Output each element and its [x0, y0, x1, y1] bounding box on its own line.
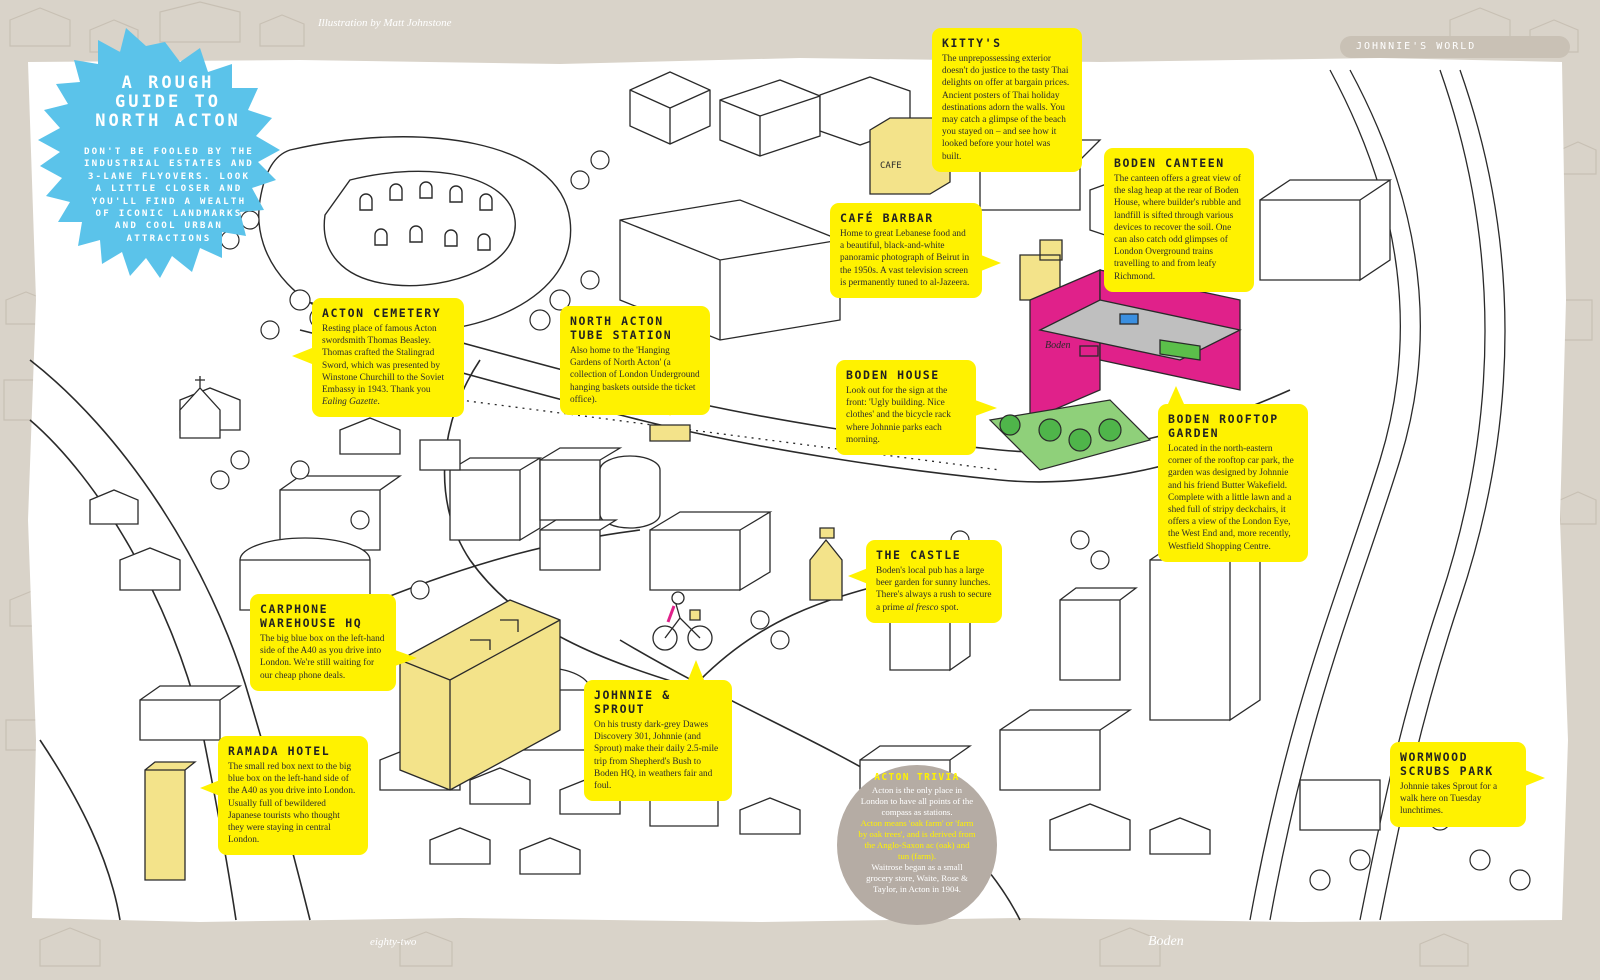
- pointing-hand-icon: [139, 278, 194, 297]
- page-number: eighty-two: [370, 936, 417, 948]
- callout-johnnie-sprout: JOHNNIE & SPROUT On his trusty dark-grey…: [584, 680, 732, 802]
- callout-body: Johnnie takes Sprout for a walk here on …: [1400, 782, 1498, 817]
- callout-tail: [1200, 268, 1216, 284]
- callout-body: Also home to the 'Hanging Gardens of Nor…: [570, 346, 700, 405]
- callout-tail: [1525, 770, 1545, 786]
- callout-title: ACTON CEMETERY: [322, 306, 442, 320]
- callout-tail: [981, 255, 1001, 271]
- callout-body: Located in the north-eastern corner of t…: [1168, 444, 1294, 552]
- callout-title: CAFÉ BARBAR: [840, 211, 934, 225]
- callout-title: THE CASTLE: [876, 548, 962, 562]
- intro-subtitle-line: A LITTLE CLOSER AND: [95, 183, 243, 195]
- cafe-sign: CAFE: [880, 161, 902, 171]
- callout-kittys: KITTY'S The unprepossessing exterior doe…: [932, 28, 1082, 172]
- johnnie-cyclist: [652, 591, 713, 651]
- intro-subtitle-line: ATTRACTIONS: [126, 232, 212, 244]
- cemetery-chapel: [179, 376, 221, 439]
- intro-subtitle-line: OF ICONIC LANDMARKS: [95, 208, 243, 220]
- callout-body-text: Boden's local pub has a large beer garde…: [876, 566, 992, 613]
- trivia-disc: [837, 765, 997, 925]
- callout-tail: [292, 348, 312, 364]
- callout-title: NORTH ACTON TUBE STATION: [570, 314, 673, 342]
- intro-title-line: A ROUGH: [121, 73, 215, 93]
- callout-the-castle: THE CASTLE Boden's local pub has a large…: [866, 540, 1002, 623]
- ramada-hotel-building: [144, 761, 197, 881]
- callout-title: BODEN HOUSE: [846, 368, 940, 382]
- callout-wormwood: WORMWOOD SCRUBS PARK Johnnie takes Sprou…: [1390, 742, 1526, 827]
- intro-subtitle-line: INDUSTRIAL ESTATES AND: [83, 158, 255, 170]
- callout-body: Look out for the sign at the front: 'Ugl…: [846, 386, 951, 445]
- boden-logo: Boden: [1148, 934, 1184, 949]
- intro-subtitle-line: YOU'LL FIND A WEALTH: [91, 195, 247, 207]
- callout-cafe-barbar: CAFÉ BARBAR Home to great Lebanese food …: [830, 203, 982, 299]
- callout-boden-rooftop: BODEN ROOFTOP GARDEN Located in the nort…: [1158, 404, 1308, 562]
- callout-body-text: Resting place of famous Acton swordsmith…: [322, 324, 445, 396]
- trivia-fact: Waitrose began as a small grocery store,…: [866, 862, 968, 894]
- intro-title-line: NORTH ACTON: [95, 111, 241, 131]
- callout-body-end: spot.: [938, 602, 959, 613]
- intro-title: A ROUGH GUIDE TO NORTH ACTON: [52, 74, 284, 131]
- callout-acton-cemetery: ACTON CEMETERY Resting place of famous A…: [312, 298, 464, 418]
- callout-tail: [1168, 386, 1184, 404]
- intro-subtitle-line: 3-LANE FLYOVERS. LOOK: [87, 170, 251, 182]
- callout-title: RAMADA HOTEL: [228, 744, 331, 758]
- intro-subtitle-line: AND COOL URBAN: [114, 220, 224, 232]
- callout-north-acton: NORTH ACTON TUBE STATION Also home to th…: [560, 306, 710, 416]
- callout-tail: [662, 400, 678, 416]
- callout-title: JOHNNIE & SPROUT: [594, 688, 671, 716]
- section-tab-label: JOHNNIE'S WORLD: [1356, 41, 1477, 52]
- callout-tail: [688, 660, 704, 680]
- callout-body: Home to great Lebanese food and a beauti…: [840, 229, 970, 288]
- callout-body: Resting place of famous Acton swordsmith…: [322, 323, 454, 408]
- callout-tail: [848, 568, 868, 584]
- callout-tail: [200, 780, 220, 796]
- callout-title: WORMWOOD SCRUBS PARK: [1400, 750, 1494, 778]
- callout-title: KITTY'S: [942, 36, 1002, 50]
- callout-body: On his trusty dark-grey Dawes Discovery …: [594, 720, 719, 792]
- kittys-cafe-building: CAFE: [869, 117, 951, 195]
- callout-body: Boden's local pub has a large beer garde…: [876, 565, 992, 614]
- intro-burst: [38, 28, 280, 278]
- callout-title: CARPHONE WAREHOUSE HQ: [260, 602, 363, 630]
- boden-grounds: [988, 399, 1152, 471]
- callout-ramada: RAMADA HOTEL The small red box next to t…: [218, 736, 368, 856]
- trivia-block: ACTON TRIVIA Acton is the only place in …: [858, 772, 976, 895]
- callout-title: BODEN ROOFTOP GARDEN: [1168, 412, 1279, 440]
- callout-body-end: .: [377, 397, 380, 408]
- callout-carphone: CARPHONE WAREHOUSE HQ The big blue box o…: [250, 594, 396, 691]
- callout-body-italic: al fresco: [906, 602, 939, 613]
- callout-tail: [975, 400, 997, 416]
- callout-tail: [395, 650, 417, 666]
- callout-boden-canteen: BODEN CANTEEN The canteen offers a great…: [1104, 148, 1254, 292]
- illustrator-credit: Illustration by Matt Johnstone: [318, 17, 452, 29]
- callout-body: The unprepossessing exterior doesn't do …: [942, 54, 1070, 162]
- the-castle-pub: [809, 527, 843, 601]
- intro-subtitle: DON'T BE FOOLED BY THE INDUSTRIAL ESTATE…: [46, 146, 292, 245]
- trivia-fact: Acton is the only place in London to hav…: [860, 785, 974, 817]
- intro-title-line: GUIDE TO: [115, 92, 221, 112]
- tube-station-sign: [649, 424, 691, 442]
- intro-subtitle-line: DON'T BE FOOLED BY THE: [83, 146, 255, 157]
- callout-body: The small red box next to the big blue b…: [228, 762, 356, 846]
- trivia-title: ACTON TRIVIA: [874, 772, 960, 783]
- callout-body: The big blue box on the left-hand side o…: [260, 634, 385, 681]
- trivia-fact: Acton means 'oak farm' or 'farm by oak t…: [858, 818, 976, 861]
- carphone-warehouse-building: [399, 599, 561, 791]
- boden-sign: Boden: [1045, 340, 1071, 351]
- callout-body: The canteen offers a great view of the s…: [1114, 174, 1241, 282]
- section-tab: [1340, 36, 1570, 58]
- callout-boden-house: BODEN HOUSE Look out for the sign at the…: [836, 360, 976, 456]
- callout-title: BODEN CANTEEN: [1114, 156, 1225, 170]
- callout-body-italic: Ealing Gazette: [322, 397, 378, 408]
